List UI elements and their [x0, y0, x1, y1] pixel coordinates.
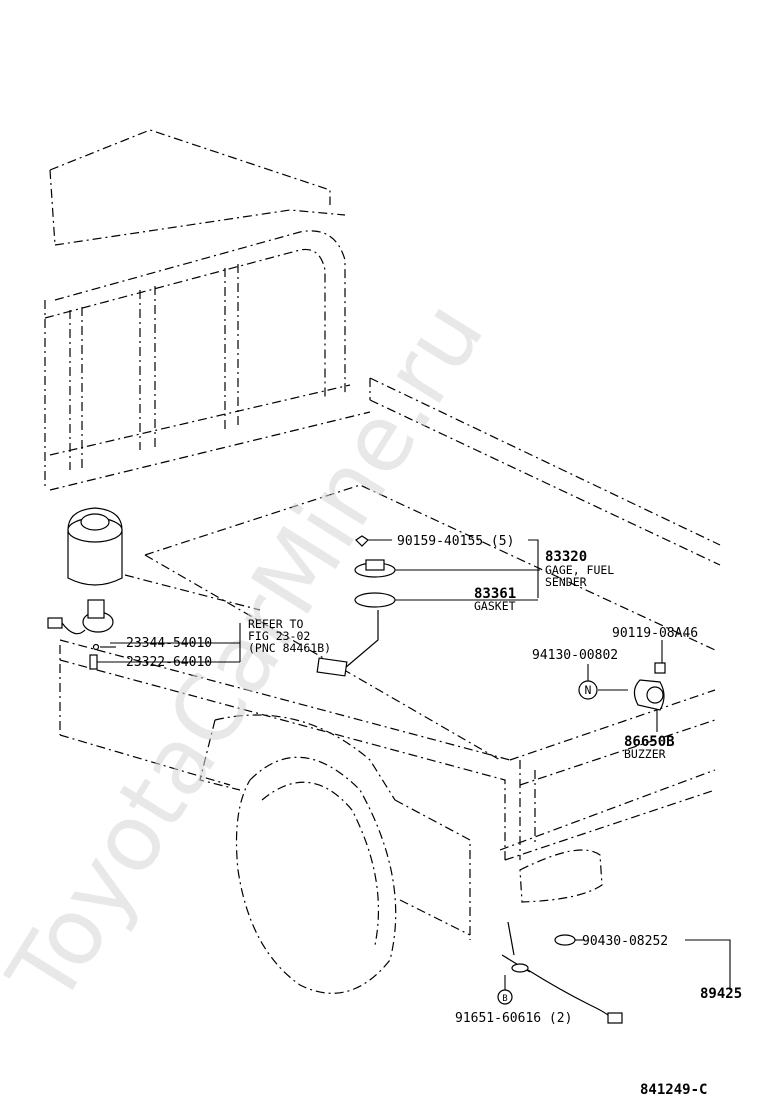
part-desc-gasket: GASKET: [474, 599, 516, 613]
refer-note-line2: FIG 23-02: [248, 629, 310, 643]
refer-note-line3: (PNC 84461B): [248, 641, 331, 655]
part-desc-gage-line2: SENDER: [545, 575, 587, 589]
svg-text:B: B: [502, 994, 507, 1004]
leader-lines: [368, 539, 731, 990]
buzzer: [633, 662, 666, 732]
part-desc-gage-line1: GAGE, FUEL: [545, 563, 614, 577]
truck-outline: [44, 129, 721, 994]
callout-b: B: [497, 989, 513, 1005]
part-number-91651: 91651-60616 (2): [455, 1011, 572, 1026]
switch-assembly: [47, 599, 241, 670]
part-desc-buzzer: BUZZER: [624, 747, 666, 761]
part-number-90119: 90119-08A46: [612, 626, 698, 641]
part-number-90159: 90159-40155 (5): [397, 534, 514, 549]
part-number-90430: 90430-08252: [582, 934, 668, 949]
part-number-23344: 23344-54010: [126, 636, 212, 651]
fuel-sender: [316, 535, 396, 677]
part-number-83320: 83320: [545, 549, 587, 565]
svg-text:N: N: [585, 683, 592, 697]
sensor-harness: [501, 921, 623, 1024]
refer-note-line1: REFER TO: [248, 617, 303, 631]
callout-n: N: [578, 680, 598, 700]
part-number-83361: 83361: [474, 586, 516, 602]
figure-id: 841249-C: [640, 1082, 707, 1098]
part-number-23322: 23322-64010: [126, 655, 212, 670]
part-number-89425: 89425: [700, 986, 742, 1002]
part-number-94130: 94130-00802: [532, 648, 618, 663]
part-number-86650b: 86650B: [624, 734, 675, 750]
fuel-tank: [67, 507, 123, 586]
